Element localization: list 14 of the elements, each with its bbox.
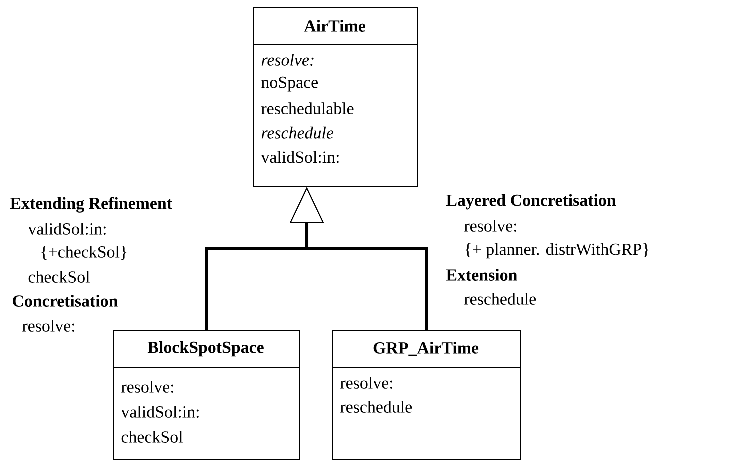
annotation-text: validSol:in: (28, 223, 106, 235)
annotation-text: resolve: (464, 220, 516, 232)
annotation-heading: Layered Concretisation (446, 194, 616, 210)
annotation-text: {+checkSol} (42, 246, 127, 260)
annotation-heading: Extension (446, 269, 518, 281)
class-box: GRP_AirTime resolve: reschedule (332, 330, 522, 460)
class-box: AirTime resolve: noSpace reschedulable reschedule validSol:in: (252, 7, 418, 188)
annotation-text: resolve: (22, 320, 74, 332)
annotation-heading: Extending Refinement (10, 197, 172, 213)
class-box: BlockSpotSpace resolve: validSol:in: checkSol (112, 330, 300, 460)
annotation-heading: Concretisation (13, 295, 118, 307)
annotation-text: {+ planner. distrWithGRP} (466, 243, 649, 259)
annotation-text: reschedule (464, 293, 536, 305)
annotation-text: checkSol (28, 271, 90, 283)
